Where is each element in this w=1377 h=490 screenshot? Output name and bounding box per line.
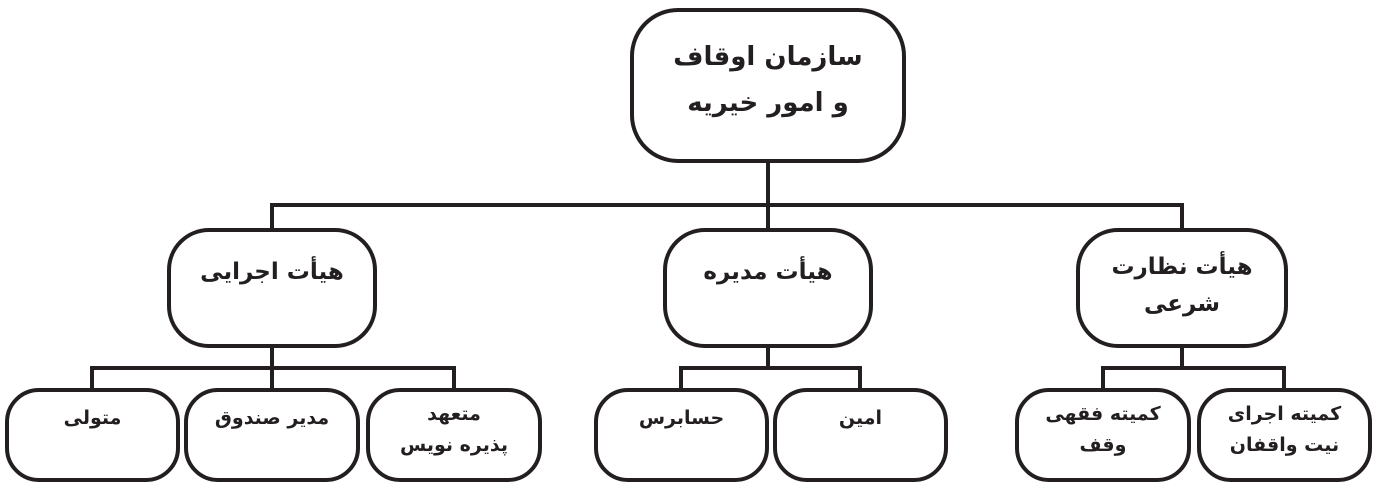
node-label-line: کمیته فقهی bbox=[1045, 403, 1161, 425]
node-label-line: کمیته اجرای bbox=[1227, 403, 1342, 425]
connector-sharia-bus bbox=[1101, 366, 1286, 390]
node-fund-manager: مدیر صندوق bbox=[184, 388, 360, 482]
node-executive-board: هیأت اجرایی bbox=[167, 228, 377, 348]
node-label-line: سازمان اوقاف bbox=[673, 42, 863, 72]
node-label-line: و امور خیریه bbox=[687, 88, 849, 118]
node-label-line: وقف bbox=[1079, 434, 1127, 456]
node-waqf-fiqh-committee: کمیته فقهی وقف bbox=[1015, 388, 1191, 482]
connector-board-bus bbox=[679, 366, 862, 390]
node-label-line: امین bbox=[838, 407, 883, 429]
node-label-line: هیأت مدیره bbox=[703, 259, 833, 285]
node-label-line: هیأت اجرایی bbox=[200, 259, 344, 285]
node-label-line: حسابرس bbox=[638, 407, 725, 429]
node-board-of-directors: هیأت مدیره bbox=[663, 228, 873, 348]
node-label-line: متعهد bbox=[427, 403, 481, 425]
node-auditor: حسابرس bbox=[594, 388, 769, 482]
node-underwriter: متعهد پذیره نویس bbox=[366, 388, 542, 482]
node-custodian: امین bbox=[773, 388, 948, 482]
node-sharia-supervisory-board: هیأت نظارت شرعی bbox=[1076, 228, 1288, 348]
node-label-line: نیت واقفان bbox=[1229, 434, 1340, 456]
node-label-line: متولی bbox=[63, 407, 122, 429]
node-label-line: مدیر صندوق bbox=[214, 407, 330, 429]
node-donor-intent-committee: کمیته اجرای نیت واقفان bbox=[1197, 388, 1372, 482]
node-label-line: شرعی bbox=[1144, 291, 1220, 317]
node-awqaf-organization: سازمان اوقاف و امور خیریه bbox=[630, 8, 906, 163]
node-label-line: پذیره نویس bbox=[400, 434, 508, 456]
connector-top-bus bbox=[270, 203, 1184, 230]
node-label-line: هیأت نظارت bbox=[1111, 254, 1253, 280]
node-trustee: متولی bbox=[5, 388, 180, 482]
connector-exec-bus bbox=[90, 366, 456, 390]
